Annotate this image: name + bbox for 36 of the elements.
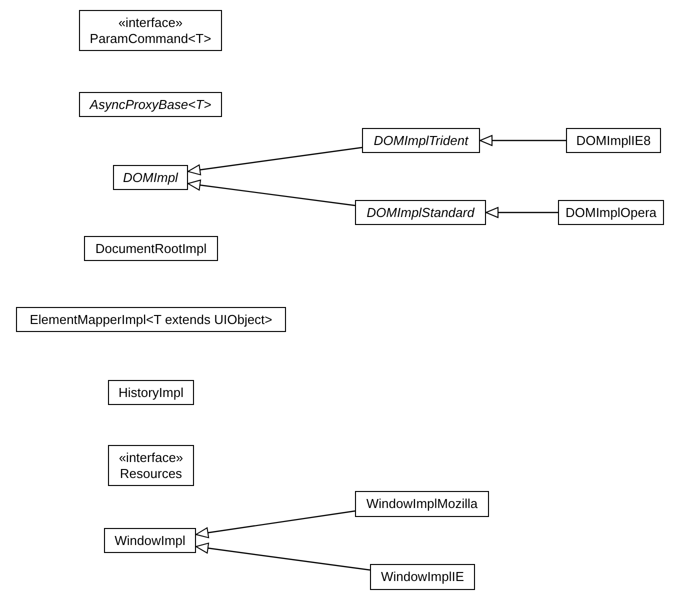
class-name: DOMImplStandard — [366, 204, 474, 220]
inheritance-arrow — [196, 510, 356, 538]
class-box — [113, 165, 188, 190]
class-box — [79, 10, 222, 51]
class-box — [355, 491, 489, 517]
class-box — [108, 380, 194, 405]
inheritance-arrow — [188, 146, 362, 176]
class-name: WindowImplIE — [380, 569, 464, 585]
class-name: WindowImpl — [114, 532, 186, 548]
class-box — [79, 92, 222, 117]
class-box — [108, 445, 194, 486]
inheritance-arrow — [196, 542, 370, 571]
class-name: DOMImpl — [123, 170, 178, 186]
class-box — [370, 564, 475, 590]
class-name: DOMImplTrident — [374, 132, 468, 148]
stereotype-label: «interface» — [118, 450, 184, 466]
class-name: DOMImplOpera — [565, 204, 657, 220]
class-name: ParamCommand<T> — [90, 30, 212, 46]
inheritance-arrow — [188, 180, 356, 206]
class-box — [84, 236, 218, 261]
inheritance-arrow — [480, 135, 566, 146]
class-name: ElementMapperImpl<T extends UIObject> — [30, 312, 272, 328]
class-box — [16, 307, 286, 332]
class-name: HistoryImpl — [118, 384, 184, 400]
class-box — [558, 200, 664, 225]
class-box — [104, 528, 196, 553]
stereotype-label: «interface» — [118, 14, 183, 30]
class-name: WindowImplMozilla — [366, 496, 478, 512]
class-box — [566, 128, 661, 153]
class-box — [355, 200, 486, 225]
class-box — [362, 128, 480, 153]
class-name: DOMImplIE8 — [576, 132, 651, 148]
class-name: DocumentRootImpl — [95, 240, 207, 256]
class-name: Resources — [120, 466, 182, 482]
class-name: AsyncProxyBase<T> — [90, 96, 212, 112]
inheritance-arrow — [486, 207, 558, 218]
